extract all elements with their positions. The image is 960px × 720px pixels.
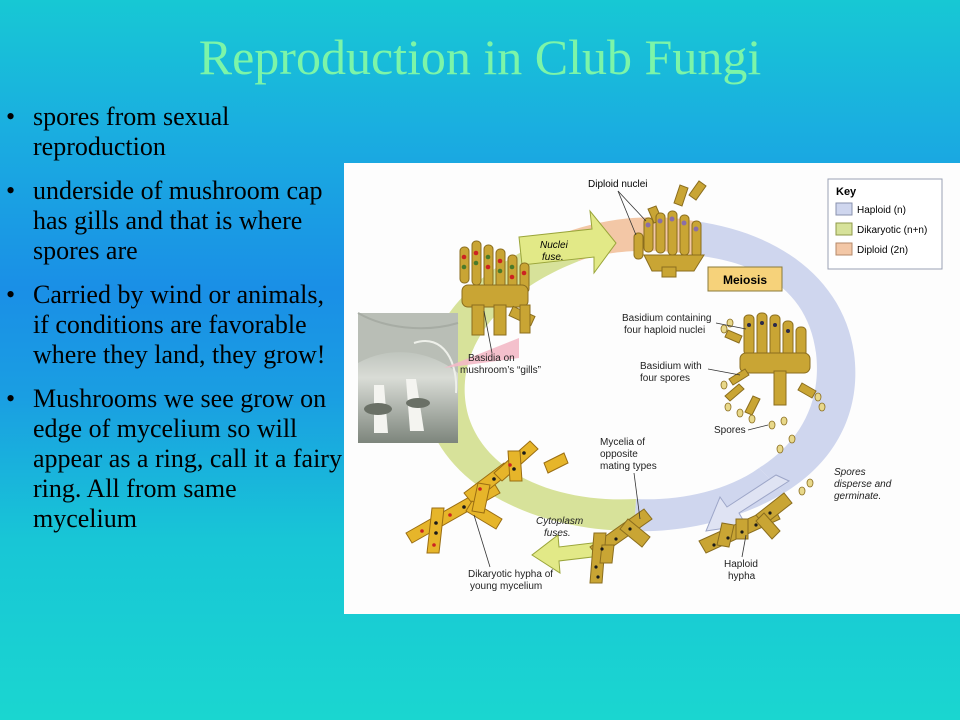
bullet-list: •spores from sexual reproduction •unders… <box>6 102 344 548</box>
haploid-lower-segment <box>634 468 784 532</box>
basidium-spores-label: Basidium with <box>640 361 702 372</box>
spores-disperse-label-2: disperse and <box>834 479 892 490</box>
mushroom-photo <box>357 312 459 443</box>
bullet-item: •underside of mushroom cap has gills and… <box>6 176 323 265</box>
haploid-mycelia <box>589 492 793 584</box>
basidium-nuclei-label: Basidium containing <box>622 313 712 324</box>
spores-arrow <box>705 474 791 532</box>
cytoplasm-label: Cytoplasm <box>536 516 583 527</box>
bullet-item: •Mushrooms we see grow on edge of myceli… <box>6 384 342 533</box>
diploid-basidia <box>633 180 707 278</box>
basidium-nuclei-label-2: four haploid nuclei <box>624 325 705 336</box>
haploid-nuclei-dots <box>747 321 790 333</box>
mycelia-label-2: opposite <box>600 449 638 460</box>
key-title: Key <box>836 186 857 198</box>
nuclei-fuse-label: Nuclei <box>540 240 569 251</box>
mycelia-label-3: mating types <box>600 461 657 472</box>
spores-disperse-label-3: germinate. <box>834 491 881 502</box>
slide-title: Reproduction in Club Fungi <box>198 29 762 85</box>
diploid-nuclei-dots <box>645 216 699 232</box>
nuclei-fuse-label-2: fuse. <box>542 252 564 263</box>
basidia-label: Basidia on <box>468 353 515 364</box>
basidia-label-2: mushroom’s “gills” <box>460 365 541 376</box>
diploid-nuclei-label: Diploid nuclei <box>588 179 647 190</box>
key-item-diploid: Diploid (2n) <box>857 245 908 256</box>
dikaryotic-mycelium <box>405 440 569 554</box>
dikaryotic-label: Dikaryotic hypha of <box>468 569 553 580</box>
dikaryotic-nuclei-dots <box>461 250 527 280</box>
cytoplasm-label-2: fuses. <box>544 528 571 539</box>
bullet-item: •Carried by wind or animals, if conditio… <box>6 280 326 369</box>
basidium-spores-label-2: four spores <box>640 373 690 384</box>
key-legend: Key Haploid (n) Dikaryotic (n+n) Diploid… <box>827 178 943 270</box>
key-item-dikaryotic: Dikaryotic (n+n) <box>857 225 927 236</box>
meiosis-box: Meiosis <box>707 266 783 292</box>
haploid-hypha-label: Haploid <box>724 559 758 570</box>
haploid-basidia <box>724 312 817 416</box>
gill-pointer <box>444 338 519 368</box>
haploid-mycelia-dots <box>594 511 772 579</box>
dikaryotic-basidia <box>459 240 536 336</box>
svg-text:Meiosis: Meiosis <box>723 273 767 287</box>
haploid-segment <box>694 221 856 493</box>
mycelia-label: Mycelia of <box>600 437 645 448</box>
haploid-hypha-label-2: hypha <box>728 571 756 582</box>
life-cycle-diagram: Nuclei fuse. Meiosis Key Haploid (n) Dik… <box>344 163 960 614</box>
diagram-labels: Basidia on mushroom’s “gills” Basidium c… <box>460 310 892 592</box>
haploid-spores <box>720 318 826 496</box>
dikaryotic-mycelium-dots <box>420 451 526 547</box>
bullet-item: •spores from sexual reproduction <box>6 102 230 161</box>
spores-disperse-label: Spores <box>834 467 866 478</box>
nuclei-fuse-arrow: Nuclei fuse. <box>518 209 617 275</box>
dikaryotic-label-2: young mycelium <box>470 581 542 592</box>
spores-label: Spores <box>714 425 746 436</box>
key-item-haploid: Haploid (n) <box>857 205 906 216</box>
